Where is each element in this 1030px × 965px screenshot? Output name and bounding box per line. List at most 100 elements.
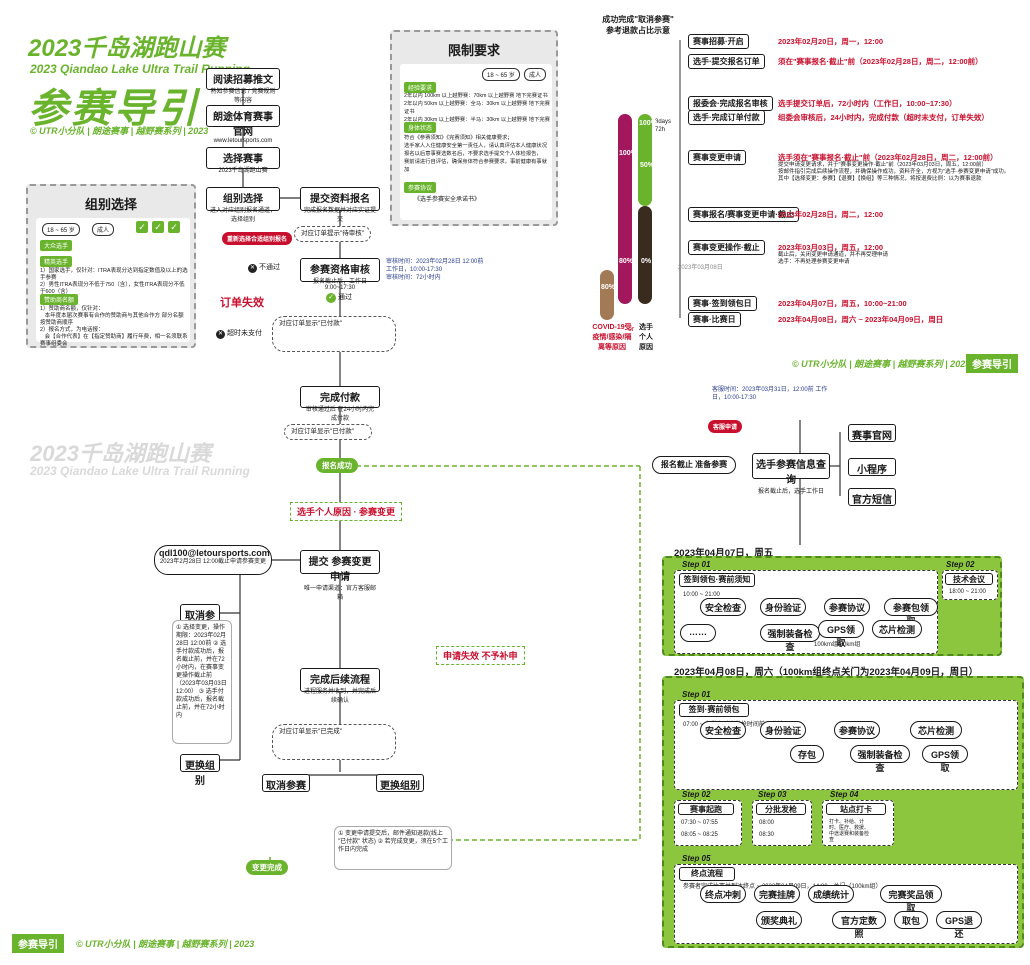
day2-step3-time: 08:30 (759, 832, 775, 838)
change-detail: 提交申请变更请求，并于"赛事变更操作·截止"前（2023年03月03日，周五，1… (778, 162, 1010, 182)
day2-node: 安全检查 (700, 721, 746, 739)
step-label: 组别选择 (223, 194, 263, 205)
step-label: 更换组别 (185, 761, 215, 787)
mid-credit: © UTR小分队 | 朗途赛事 | 越野赛系列 | 2023 (792, 359, 971, 369)
day1-title: 2023年04月07日，周五 (674, 548, 774, 559)
day1-node: GPS领取 (818, 620, 864, 648)
query-step: 选手参赛信息查询 报名截止后，选手工作日 (752, 453, 830, 495)
elite-tag: 精英选手 (40, 256, 73, 267)
refund-bar-personal-full (638, 114, 652, 206)
notify-pending: 对应订单提示"待审核" (294, 226, 372, 242)
day2-step2-time: 07:30 ~ 07:55 (681, 820, 718, 826)
experience-tag: 经验要求 (404, 82, 437, 93)
registered-success: 报名成功 (316, 458, 358, 473)
timeline-label: 赛事·签到领包日 (688, 296, 757, 311)
step-label: 提交 参赛变更 申请 (308, 557, 372, 583)
step-label: 选手参赛信息查询 (756, 460, 826, 486)
done-detail-card: ① 变更申请提交后，邮件通知退款(线上 "已付款" 状态) ② 若完成变更，须在… (334, 826, 452, 870)
finish-node: 取包 (894, 911, 928, 929)
finish-node: 官方定数照 (832, 911, 886, 939)
day2-step4-label: Step 04 (830, 790, 859, 799)
service-email[interactable]: qdl100@letoursports.com 2023年2月28日 12:00… (154, 545, 272, 575)
day2-node: 身份验证 (760, 721, 806, 739)
mail-time: 客服时间：2023年03月31日，12:00前 工作日，10:00-17:30 (712, 387, 828, 401)
group-select-step: 组别选择 进入对应组别报名通道，选择组别 (206, 187, 280, 223)
sponsor-tag: 赞助商名额 (40, 294, 79, 305)
title-cn: 2023千岛湖跑山赛 (28, 35, 226, 62)
change-request-step: 提交 参赛变更 申请 唯一申请渠道：官方客服邮箱 (300, 550, 380, 601)
ready-label: 报名截止 准备参赛 (652, 456, 736, 474)
limit-panel: 限制要求 18 ~ 65 岁 成人 经验要求 2年以内 100km 以上越野赛：… (390, 30, 558, 226)
timeline-label: 赛事招募·开启 (688, 34, 749, 49)
select-event-step: 选择赛事 2023千岛湖跑山赛 (206, 147, 280, 174)
day1-node: …… (680, 624, 716, 642)
channel-mini-program[interactable]: 小程序 (848, 458, 896, 476)
channel-sms[interactable]: 官方短信 (848, 488, 896, 506)
step-label: 朗途体育赛事官网 (213, 112, 273, 138)
day2-step2-time: 08:05 ~ 08:25 (681, 832, 718, 838)
timeline-label: 赛事·比赛日 (688, 312, 741, 327)
refund-bar-personal-zero (638, 206, 652, 304)
step-sub: 唯一申请渠道：官方客服邮箱 (304, 586, 377, 601)
step-sub: 报名截止后，选手工作日 (757, 489, 824, 495)
step-sub: 熟知参赛信息 / 竞赛规则等内容 (210, 89, 276, 104)
timeline-label: 赛事变更操作·截止 (688, 240, 765, 255)
day1-step2-label: Step 02 (946, 560, 975, 569)
day2-step3-name: 分批发枪 (756, 803, 806, 815)
credit: © UTR小分队 | 朗途赛事 | 越野赛系列 | 2023 (30, 126, 209, 136)
guide-title: 参赛导引 (28, 87, 200, 131)
follow-up-step: 完成后续流程 进程服务并收到，并完成后续确认 (300, 668, 380, 704)
fail-label: 不通过 (258, 264, 280, 271)
channel-label: 官方短信 (852, 495, 892, 506)
qualification-audit-step: 参赛资格审核 报名截止后，工作日9:00~17:30 (300, 258, 380, 291)
finish-node: 完赛挂牌 (754, 885, 800, 903)
day1-node: 身份验证 (760, 598, 806, 616)
step-label: 选择赛事 (223, 154, 263, 165)
check-icon: ✓ (136, 221, 148, 233)
step-sub: www.letoursports.com (213, 138, 273, 144)
adult-badge: 成人 (92, 223, 115, 236)
finish-node: 完赛奖品领取 (880, 885, 942, 913)
timeout-note: ✕ 超时未支付 (216, 328, 262, 339)
day1-node: 参赛包领取 (884, 598, 938, 626)
agreement-tag: 参赛协议 (404, 182, 437, 193)
day2-title: 2023年04月08日，周六（100km组终点关门为2023年04月09日，周日… (674, 667, 979, 678)
limit-panel-title: 限制要求 (447, 43, 500, 58)
op-detail: 截止后，关闭变更申请通道，并不再受理申请 选手：不再处理参赛变更申请 (778, 252, 889, 265)
timeline-text: 2023年03月03日，周五，12:00 (778, 243, 884, 252)
step-sub: 完成报名数据并对应实证提交 (304, 208, 377, 223)
refund-bar-covid-late (600, 270, 614, 320)
day2-step4-box: 站点打卡 打卡、补给、计时、医疗、救援、中途退赛和装备检查 (822, 800, 894, 846)
day1-step1-name: 签到领包·赛前须知 (679, 573, 755, 587)
day2-step3-label: Step 03 (758, 790, 787, 799)
channel-site[interactable]: 赛事官网 (848, 424, 896, 442)
email-note: 2023年2月28日 12:00截止申请参赛变更 (159, 559, 267, 565)
personal-label: 选手个人原因 (639, 324, 653, 351)
timeline-label: 选手·完成订单付款 (688, 110, 765, 125)
bar-label: 100% (639, 120, 657, 127)
refund-bar-covid (618, 114, 632, 304)
adult-badge: 成人 (524, 68, 547, 81)
step-sub: 2023千岛湖跑山赛 (218, 168, 268, 174)
day2-step5-label: Step 05 (682, 854, 711, 863)
step-label: 阅读招募推文 (213, 75, 273, 86)
step-sub: 报名截止后，工作日9:00~17:30 (312, 279, 367, 291)
timeline-label: 报委会·完成报名审核 (688, 96, 773, 111)
age-badge: 18 ~ 65 岁 (482, 68, 520, 81)
finish-node: 成绩统计 (808, 885, 854, 903)
day2-step2-label: Step 02 (682, 790, 711, 799)
experience-item: 2年以内 50km 以上越野赛：全马：30km 以上越野赛 地下完赛证书 (404, 101, 550, 115)
experience-item: 2年以内 100km 以上越野赛：70km 以上越野赛 地下完赛证书 (404, 93, 548, 99)
day2-node: 芯片检测 (910, 721, 962, 739)
sponsor-text: 1）赞助商名额，仅针对： 本年度本届次赛事有合作的赞助商与其他合作方 部分名额按… (40, 306, 188, 347)
group-panel-title: 组别选择 (84, 197, 137, 212)
change-complete: 变更完成 (246, 860, 288, 875)
step-label: 提交资料报名 (310, 194, 370, 205)
bar-label: 0% (641, 258, 652, 265)
official-site-step[interactable]: 朗途体育赛事官网 www.letoursports.com (206, 105, 280, 144)
timeline-label: 赛事报名/赛事变更申请·截止 (688, 207, 799, 222)
complete-payment-step: 完成付款 审核通过后 在24小时内完成付款 (300, 386, 380, 422)
day1-step1-label: Step 01 (682, 560, 711, 569)
timeline-text: 组委会审核后，24小时内，完成付款（超时未支付，订单失效） (778, 113, 989, 122)
or-label: or (628, 326, 635, 333)
